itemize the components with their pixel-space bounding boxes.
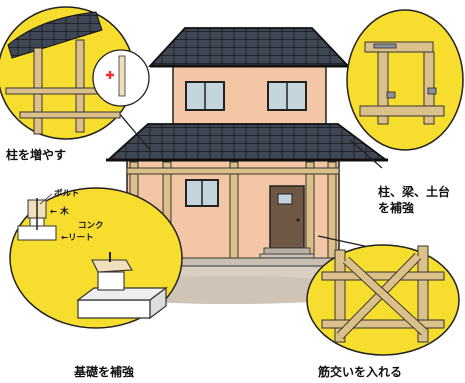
front-door: [269, 185, 305, 249]
foundation-block: [76, 252, 168, 320]
concrete-label-line1: コンク: [78, 220, 104, 231]
bolt-label: ボルト: [54, 188, 80, 199]
bubble-add-pillar: [0, 6, 151, 151]
upper-window-right: [267, 81, 307, 111]
caption-reinforce-frame-2: を補強: [378, 200, 414, 215]
wood-label: ← 木: [50, 206, 69, 217]
caption-add-braces: 筋交いを入れる: [317, 364, 402, 379]
concrete-label-line2: ←リート: [61, 233, 94, 243]
bubble-braces: [306, 235, 460, 356]
add-icon: [106, 71, 114, 79]
lower-window: [185, 179, 219, 207]
bubble-frame-detail: [346, 9, 464, 169]
caption-increase-pillars: 柱を増やす: [6, 147, 66, 162]
bubble-foundation: ボルト ← 木 コンク ←リート: [9, 187, 183, 329]
caption-reinforce-foundation: 基礎を補強: [73, 364, 134, 379]
upper-window-left: [185, 81, 225, 111]
caption-reinforce-frame-1: 柱、梁、土台: [378, 184, 450, 199]
